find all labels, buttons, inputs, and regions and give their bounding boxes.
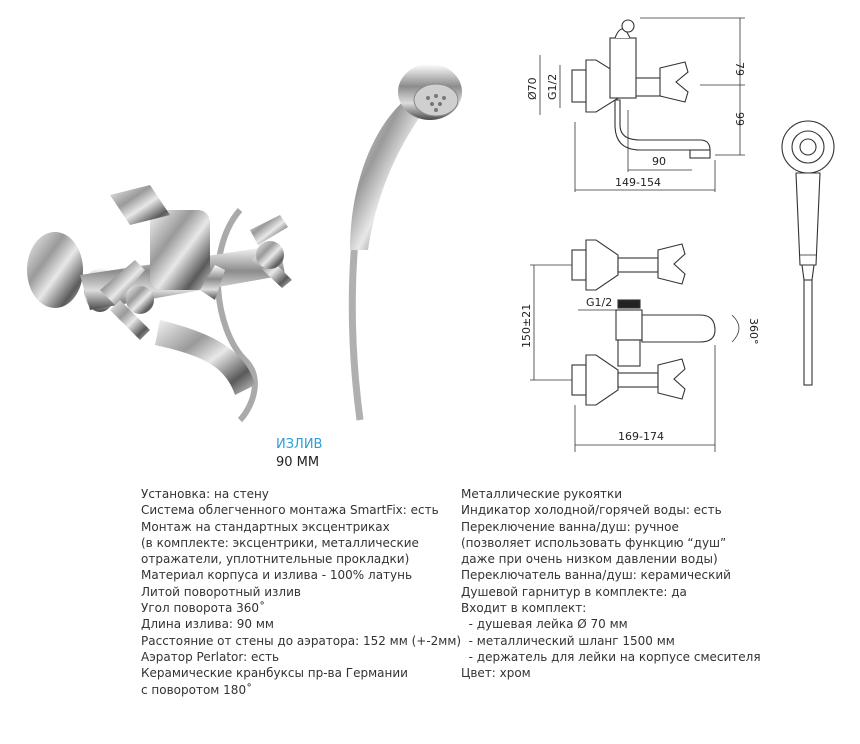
- spec-line: Металлические рукоятки: [461, 487, 623, 501]
- spec-line: (в комплекте: эксцентрики, металлические: [141, 535, 419, 550]
- dim-150: 150±21: [520, 304, 533, 348]
- spec-line: с поворотом 180˚: [141, 682, 253, 697]
- spec-line: - держатель для лейки на корпусе смесите…: [461, 649, 761, 664]
- spec-line: (позволяет использовать функцию “душ”: [461, 535, 727, 550]
- dim-360: 360°: [747, 318, 760, 345]
- spec-line: Монтаж на стандартных эксцентриках: [141, 519, 390, 534]
- dim-90: 90: [652, 155, 666, 168]
- spec-line: Длина излива: 90 мм: [141, 617, 274, 632]
- spec-line: Переключатель ванна/душ: керамический: [461, 568, 731, 583]
- specs-left-column: Установка: на стену Система облегченного…: [141, 486, 461, 698]
- top-view-drawing: Ø70 G1/2 149-154 90 79 99: [526, 17, 746, 192]
- dim-thread-front: G1/2: [586, 296, 612, 309]
- spec-line: Переключение ванна/душ: ручное: [461, 519, 679, 534]
- dim-79: 79: [733, 62, 746, 76]
- dim-149: 149-154: [615, 176, 661, 189]
- dim-99: 99: [733, 112, 746, 126]
- spec-line: Керамические кранбуксы пр-ва Германии: [141, 666, 408, 681]
- spec-line: Угол поворота 360˚: [141, 601, 266, 616]
- spec-line: Материал корпуса и излива - 100% латунь: [141, 568, 413, 583]
- dim-thread-top: G1/2: [546, 74, 559, 100]
- spec-line: Установка: на стену: [141, 487, 269, 501]
- spec-line: даже при очень низком давлении воды): [461, 552, 718, 567]
- spout-title: ИЗЛИВ: [276, 437, 323, 452]
- spout-value: 90 ММ: [276, 455, 320, 470]
- dim-d70: Ø70: [526, 77, 539, 100]
- spec-line: Входит в комплект:: [461, 601, 587, 616]
- specs-right-column: Металлические рукоятки Индикатор холодно…: [461, 486, 761, 682]
- spec-line: Система облегченного монтажа SmartFix: е…: [141, 503, 439, 518]
- spec-line: - душевая лейка Ø 70 мм: [461, 617, 628, 632]
- spec-line: Цвет: хром: [461, 666, 531, 681]
- dim-169: 169-174: [618, 430, 664, 443]
- spec-line: Расстояние от стены до аэратора: 152 мм …: [141, 633, 462, 648]
- faucet-product-image: [27, 64, 462, 423]
- front-view-drawing: G1/2 150±21 169-174 360°: [520, 239, 760, 452]
- spec-line: Аэратор Perlator: есть: [141, 649, 280, 664]
- spec-line: Индикатор холодной/горячей воды: есть: [461, 503, 722, 518]
- spec-line: Душевой гарнитур в комплекте: да: [461, 584, 687, 599]
- spec-line: - металлический шланг 1500 мм: [461, 633, 675, 648]
- hand-shower-drawing: [781, 120, 835, 386]
- spec-line: Литой поворотный излив: [141, 584, 301, 599]
- spec-line: отражатели, уплотнительные прокладки): [141, 552, 410, 567]
